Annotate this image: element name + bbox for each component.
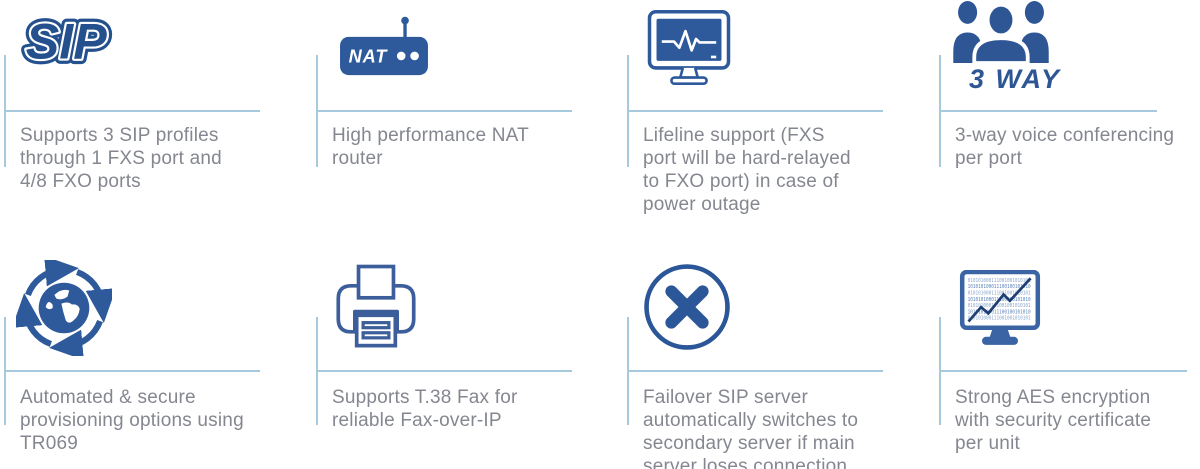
screen-tick [710,55,717,59]
monitor-neck [678,67,700,79]
accent-horizontal-rule [4,110,260,112]
feature-text-line: Supports T.38 Fax for [332,387,518,408]
accent-horizontal-rule [627,110,883,112]
router-led [410,51,419,61]
binary-row: 101010100011100100101010 [968,284,1031,290]
binary-row: 010101000111001001010101 [968,291,1031,297]
user-head [958,0,978,24]
circle-outline [644,264,730,350]
feature-card-aes: 010101000111001001010101 101010100011100… [935,235,1200,469]
feature-text-line: Automated & secure [20,387,196,408]
feature-text-line: Supports 3 SIP profiles [20,125,219,146]
failover-cross-icon [644,264,730,350]
accent-horizontal-rule [627,370,883,372]
user-body-center [972,36,1030,63]
trend-line [967,277,1032,323]
sync-arrow [16,293,53,347]
monitor-neck [989,327,1011,339]
feature-text-line: High performance NAT [332,125,529,146]
paper-out [354,313,398,348]
sip-logo-icon: SIP SIP [20,12,112,72]
sip-logo-text: SIP [26,13,107,69]
feature-text-line: secondary server if main [643,433,855,454]
paper-line [361,331,391,340]
nat-router-icon: NAT [340,16,428,76]
printer-body [336,284,416,334]
feature-text-line: automatically switches to [643,410,859,431]
user-head [1024,0,1044,24]
feature-text-line: Strong AES encryption [955,387,1151,408]
feature-text-line: server loses connection [643,456,848,469]
nat-label: NAT [349,47,389,67]
feature-text-line: per port [955,148,1023,169]
paper-in [356,264,396,300]
feature-text-line: 4/8 FXO ports [20,171,141,192]
sync-arrow [25,260,79,297]
feature-text-line: 3-way voice conferencing [955,125,1175,146]
monitor-base [982,336,1018,345]
lifeline-monitor-icon [647,10,731,86]
binary-row: 010101000111001001010101 [968,278,1031,284]
feature-text-line: router [332,148,383,169]
feature-text-line: to FXO port) in case of [643,171,839,192]
cross-stroke [665,285,709,329]
feature-text-line: with security certificate [955,410,1152,431]
three-way-label: 3 WAY [969,64,1062,94]
feature-text-line: through 1 FXS port and [20,148,222,169]
accent-horizontal-rule [4,370,260,372]
accent-horizontal-rule [939,370,1187,372]
feature-text-line: power outage [643,194,761,215]
binary-row: 010101000111001001010101 [968,303,1031,309]
accent-horizontal-rule [316,110,572,112]
sip-logo-text: SIP [26,13,107,69]
feature-text-line: reliable Fax-over-IP [332,410,502,431]
provisioning-sync-globe-icon [16,260,112,356]
feature-text-line: TR069 [20,433,79,454]
feature-text-line: port will be hard-relayed [643,148,851,169]
binary-row: 010101000111001001010101 [968,316,1031,322]
continent [54,289,70,300]
feature-text-line: Failover SIP server [643,387,809,408]
user-head-center [985,2,1017,38]
accent-horizontal-rule [316,370,572,372]
accent-horizontal-rule [939,110,1157,112]
paper-line [361,321,391,330]
heartbeat-pulse [661,29,717,52]
router-led [396,51,406,61]
binary-row: 101010100011100100101010 [968,309,1031,315]
feature-text-line: provisioning options using [20,410,244,431]
feature-text-line: Lifeline support (FXS [643,125,825,146]
feature-text-line: per unit [955,433,1020,454]
monitor-base [670,76,708,86]
antenna-tip [401,16,409,25]
continent [45,301,53,310]
sync-arrow [49,319,103,356]
sync-arrow [75,269,112,323]
aes-binary-monitor-icon: 010101000111001001010101 101010100011100… [959,270,1041,345]
conference-users-icon [953,0,1049,63]
continent [61,302,80,323]
fax-printer-icon [336,264,416,348]
router-body [340,36,428,76]
